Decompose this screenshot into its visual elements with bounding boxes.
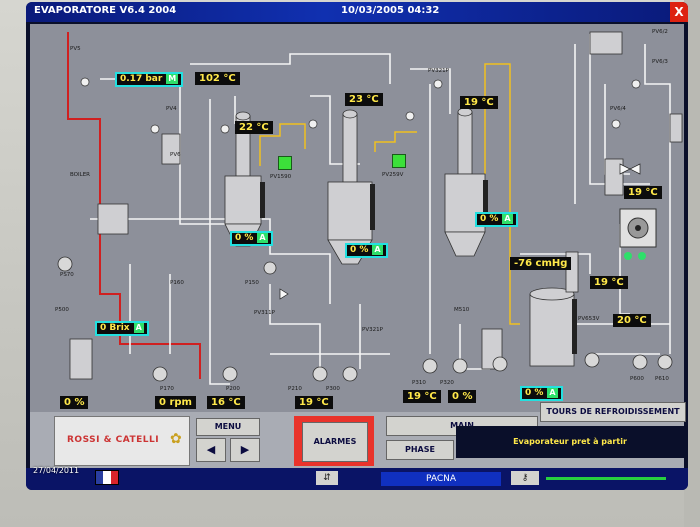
- nav-icon[interactable]: ⇵: [316, 471, 338, 485]
- prev-button[interactable]: ◀: [196, 438, 226, 462]
- tag-boiler: BOILER: [70, 172, 90, 178]
- level-box-1[interactable]: 0 %A: [230, 231, 273, 246]
- progress-bar: [546, 477, 666, 480]
- key-icon[interactable]: ⚷: [511, 471, 539, 485]
- brix-mode: A: [133, 323, 144, 333]
- status-bar: PACNA ⚷ ⇵: [26, 468, 688, 490]
- logo-mark-icon: ✿: [170, 431, 182, 447]
- tag-pv259v: PV259V: [382, 172, 404, 178]
- app-title: EVAPORATORE V6.4 2004: [34, 5, 177, 16]
- level-box-4[interactable]: 0 %A: [520, 386, 563, 401]
- status-message: Evaporateur pret à partir: [456, 426, 684, 458]
- tag-pv6-4: PV6/4: [610, 106, 626, 112]
- bottom-percent-2: 0 %: [448, 390, 477, 403]
- level-mode-2: A: [372, 245, 383, 255]
- phase-button[interactable]: PHASE: [386, 440, 454, 460]
- tag-p150: P150: [245, 280, 259, 286]
- level-value-2: 0 %: [350, 245, 369, 255]
- tag-pv5: PV5: [70, 46, 81, 52]
- level-box-2[interactable]: 0 %A: [345, 243, 388, 258]
- level-mode-4: A: [547, 388, 558, 398]
- process-piping-svg: [57, 31, 683, 385]
- company-logo: ROSSI & CATELLI: [67, 435, 160, 445]
- status-indicator-2: [392, 154, 406, 168]
- tag-pv321p: PV321P: [362, 327, 383, 333]
- brix-value: 0 Brix: [100, 323, 130, 333]
- tag-pv6-2: PV6/2: [652, 29, 668, 35]
- tag-p600: P600: [630, 376, 644, 382]
- level-value-1: 0 %: [235, 233, 254, 243]
- bottom-temp-2: 19 °C: [295, 396, 333, 409]
- temp-top: 102 °C: [195, 72, 240, 85]
- title-bar: EVAPORATORE V6.4 2004 10/03/2005 04:32 X: [26, 2, 688, 22]
- temp-condenser: 19 °C: [590, 276, 628, 289]
- level-box-3[interactable]: 0 %A: [475, 212, 518, 227]
- bottom-temp-3: 19 °C: [403, 390, 441, 403]
- photo-date-watermark: 27/04/2011: [33, 466, 80, 475]
- level-value-3: 0 %: [480, 214, 499, 224]
- pressure-value: 0.17 bar: [120, 74, 163, 84]
- tag-p200: P200: [226, 386, 240, 392]
- tag-pv6-3: PV6/3: [652, 59, 668, 65]
- level-mode-1: A: [257, 233, 268, 243]
- next-button[interactable]: ▶: [230, 438, 260, 462]
- status-indicator-1: [278, 156, 292, 170]
- temp-evap1: 22 °C: [235, 121, 273, 134]
- pressure-mode: M: [166, 74, 179, 84]
- level-mode-3: A: [502, 214, 513, 224]
- monitor-bezel-side: [684, 0, 700, 527]
- process-diagram: PV5 PV6/2 PV6/3 PV6/4 PV4 PV6 BOILER PV1…: [30, 24, 684, 412]
- tag-p160: P160: [170, 280, 184, 286]
- tag-ps70: PS70: [60, 272, 74, 278]
- logo-panel: ROSSI & CATELLI ✿: [54, 416, 190, 466]
- temp-cooler: 19 °C: [624, 186, 662, 199]
- bottom-rpm: 0 rpm: [155, 396, 196, 409]
- close-button[interactable]: X: [670, 2, 688, 22]
- language-flag-icon[interactable]: [95, 470, 119, 485]
- alarms-button[interactable]: ALARMES: [302, 422, 368, 462]
- tag-p500: P500: [55, 307, 69, 313]
- tag-pv1590: PV1590: [270, 174, 292, 180]
- tag-p300: P300: [326, 386, 340, 392]
- tag-pv4: PV4: [166, 106, 177, 112]
- tag-p310: P310: [412, 380, 426, 386]
- datetime-display: 10/03/2005 04:32: [341, 5, 440, 16]
- temp-evap3: 19 °C: [460, 96, 498, 109]
- tag-p610: P610: [655, 376, 669, 382]
- tag-pv653v: PV653V: [578, 316, 600, 322]
- tag-pv321p-top: PV321P: [428, 68, 449, 74]
- bottom-temp-1: 16 °C: [207, 396, 245, 409]
- tag-p210: P210: [288, 386, 302, 392]
- temp-tower: 20 °C: [613, 314, 651, 327]
- user-field: PACNA: [381, 472, 501, 486]
- tag-p170: P170: [160, 386, 174, 392]
- tag-p320: P320: [440, 380, 454, 386]
- vacuum-value: -76 cmHg: [510, 257, 572, 270]
- temp-evap2: 23 °C: [345, 93, 383, 106]
- tag-m510: M510: [454, 307, 470, 313]
- tag-pv311p: PV311P: [254, 310, 275, 316]
- tag-pv6: PV6: [170, 152, 181, 158]
- bottom-percent: 0 %: [60, 396, 89, 409]
- menu-button[interactable]: MENU: [196, 418, 260, 436]
- scada-screen: EVAPORATORE V6.4 2004 10/03/2005 04:32 X: [26, 2, 688, 490]
- tours-button[interactable]: TOURS DE REFROIDISSEMENT: [540, 402, 686, 422]
- level-value-4: 0 %: [525, 388, 544, 398]
